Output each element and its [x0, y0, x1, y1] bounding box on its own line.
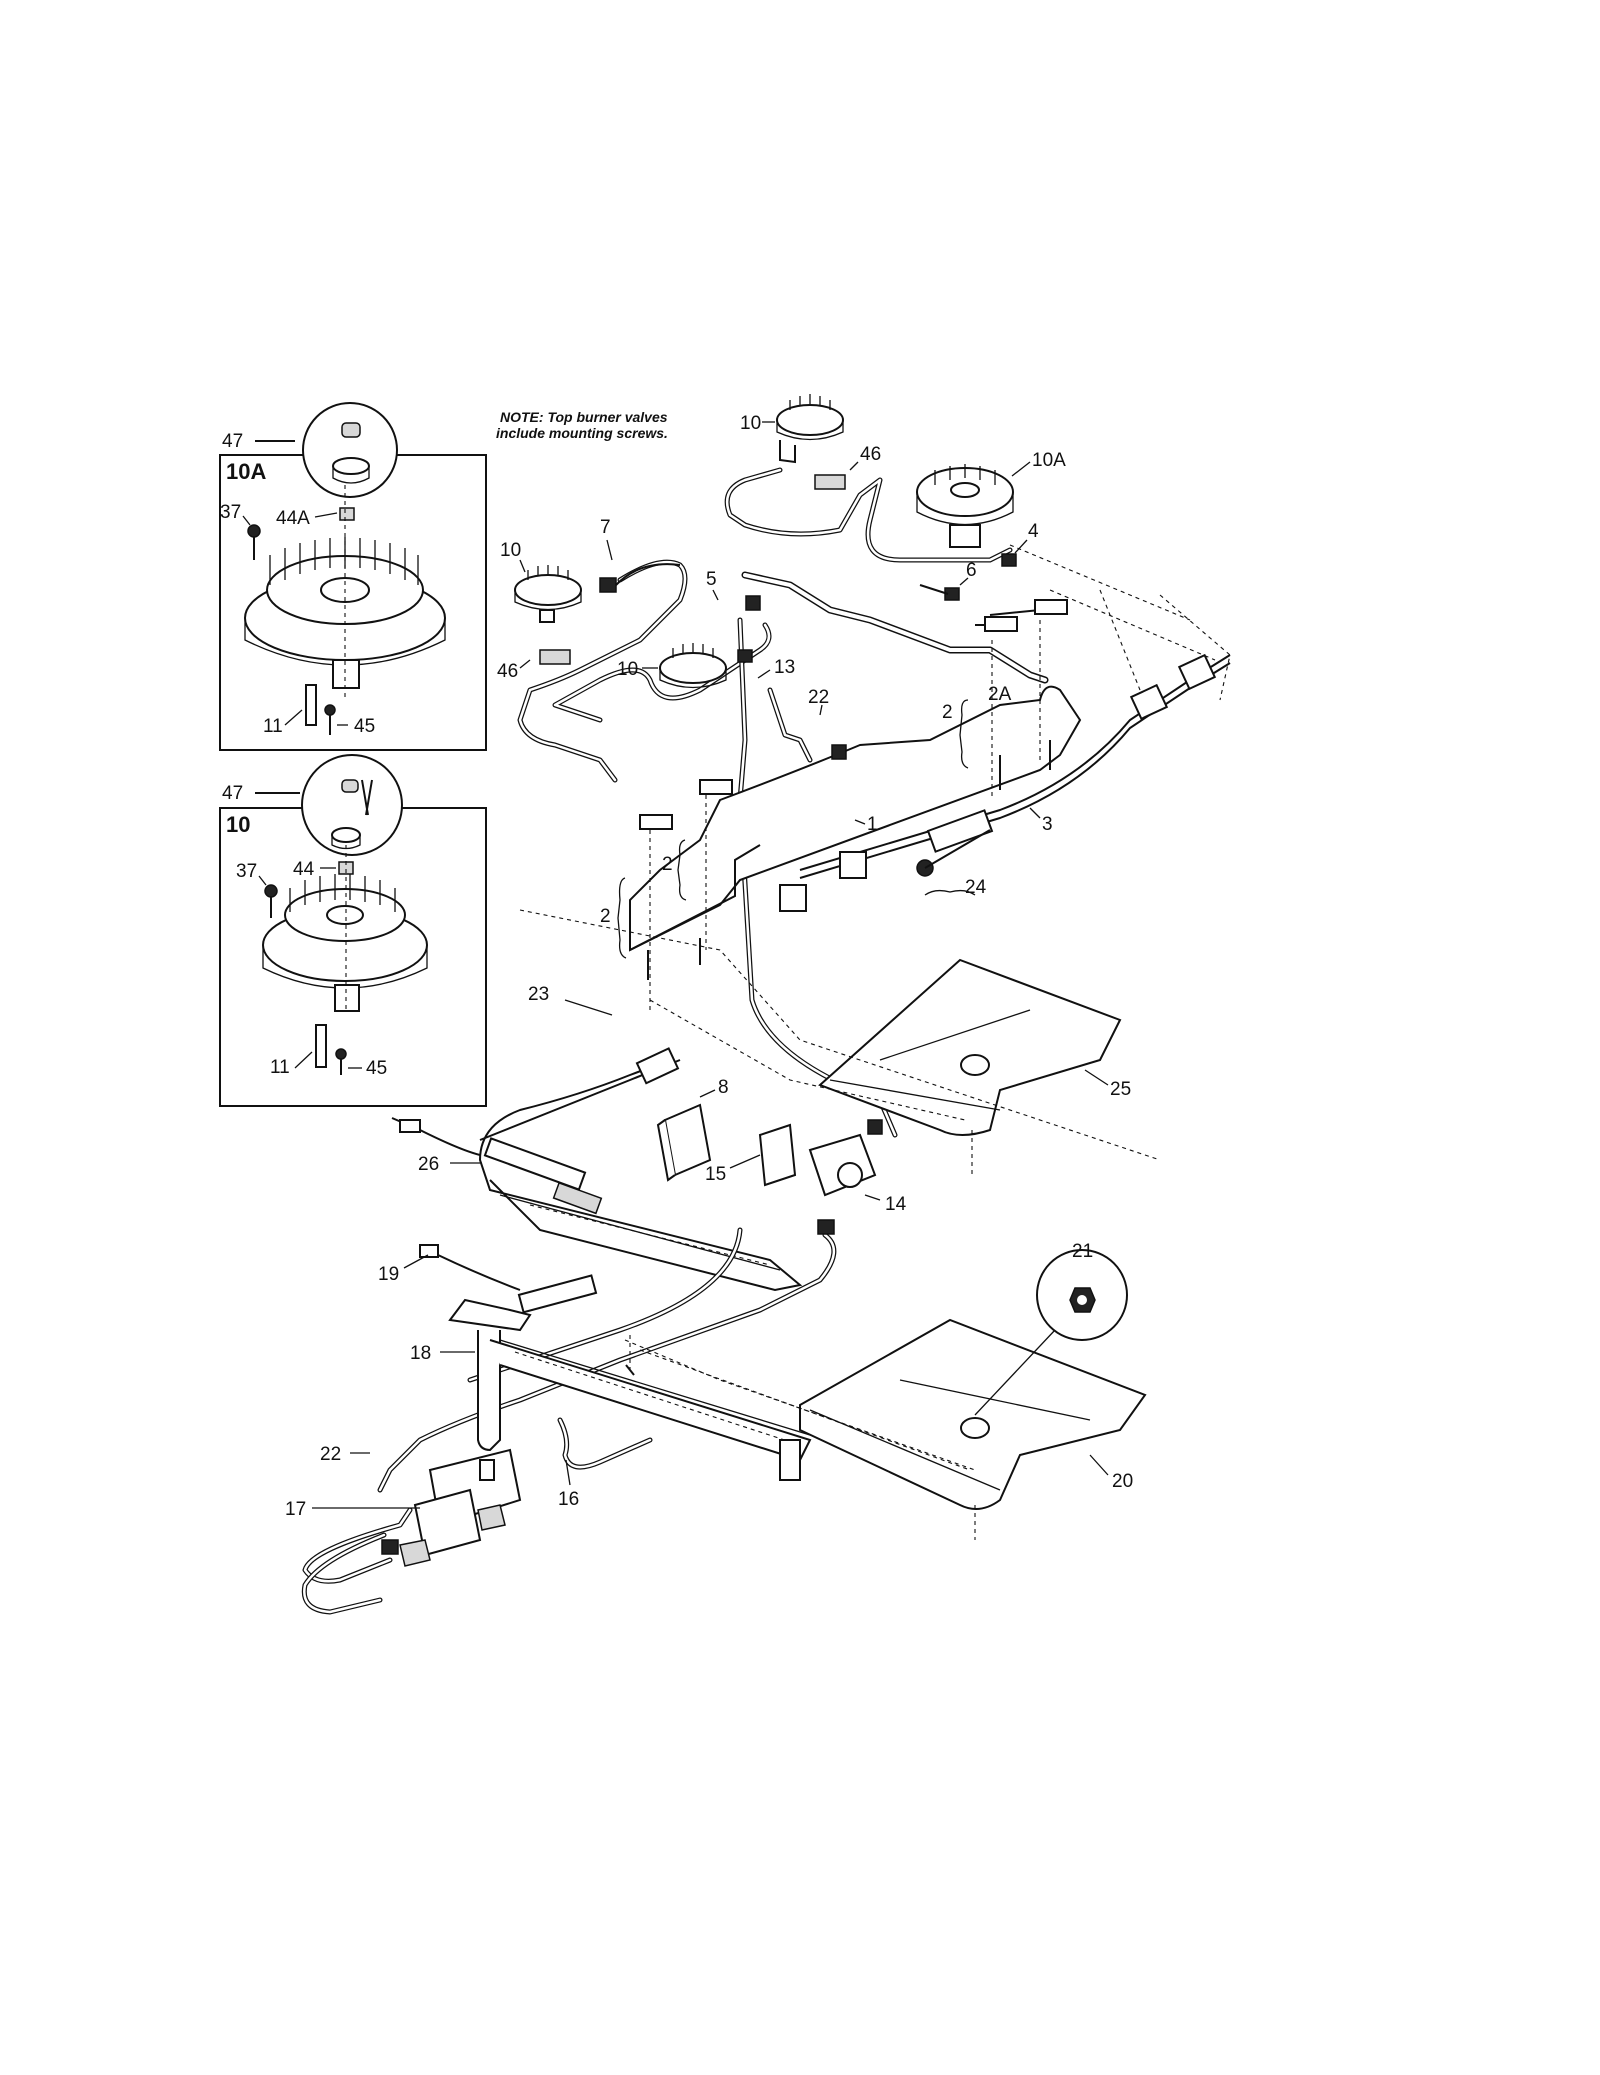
- bracket-46-top: [814, 474, 846, 490]
- heat-shield-25: [818, 958, 1122, 1136]
- label-11: 11: [263, 716, 283, 737]
- burner-cap-top-piece: [341, 422, 361, 438]
- callout-14: 14: [885, 1194, 907, 1215]
- callout-10-left: 10: [500, 540, 521, 561]
- callout-4: 4: [1028, 521, 1039, 542]
- inset-10: 10 47 37 44 11 45: [219, 754, 487, 1107]
- callout-3: 3: [1042, 814, 1053, 835]
- inset-10a-detail-circle: [302, 402, 398, 498]
- spark-module-8: [656, 1103, 712, 1182]
- inset-10a-title: 10A: [226, 459, 266, 484]
- valve-24: [916, 809, 994, 877]
- screw-37-head: [247, 524, 261, 538]
- oven-valve-17: [399, 1448, 522, 1567]
- label-47: 47: [222, 431, 243, 452]
- callout-10-top: 10: [740, 413, 761, 434]
- callout-26: 26: [418, 1154, 439, 1175]
- callout-7: 7: [600, 517, 611, 538]
- label-47b: 47: [222, 783, 243, 804]
- burner-cap-ring: [332, 457, 370, 475]
- bake-burner-18: [448, 1298, 812, 1481]
- terminal-block-1: [779, 851, 867, 912]
- callout-13: 13: [774, 657, 795, 678]
- oven-valve-14: [808, 1119, 883, 1197]
- fitting-4: [1001, 553, 1017, 567]
- main-assembly: [301, 394, 1231, 1615]
- callout-5: 5: [706, 569, 717, 590]
- inset-10-title: 10: [226, 812, 250, 837]
- gas-tubes-lower: [301, 1219, 837, 1615]
- callouts: 10 46 10A 4 6 7 10 5 46 10 13 22 2 2A 1 …: [285, 413, 1133, 1520]
- label-11b: 11: [270, 1057, 290, 1078]
- callout-23: 23: [528, 984, 549, 1005]
- label-44: 44: [293, 859, 315, 880]
- callout-16: 16: [558, 1489, 579, 1510]
- callout-21: 21: [1072, 1241, 1093, 1262]
- callout-46-top: 46: [860, 444, 881, 465]
- note: NOTE: Top burner valves include mounting…: [496, 409, 668, 441]
- fitting-6: [919, 584, 960, 601]
- callout-2-right: 2: [942, 702, 953, 723]
- top-burner-10-top: [776, 394, 844, 464]
- callout-46-left: 46: [497, 661, 518, 682]
- fitting-22-top: [831, 744, 847, 760]
- callout-6: 6: [966, 560, 977, 581]
- callout-10a-right: 10A: [1032, 450, 1066, 471]
- fitting-5: [737, 595, 761, 663]
- orifice-44a: [339, 507, 355, 521]
- callout-25: 25: [1110, 1079, 1131, 1100]
- callout-19: 19: [378, 1264, 399, 1285]
- label-37b: 37: [236, 861, 257, 882]
- note-line-2: include mounting screws.: [496, 425, 668, 441]
- callout-2a: 2A: [988, 684, 1012, 705]
- bracket-15: [758, 1123, 797, 1187]
- electrode-11: [305, 684, 317, 726]
- electrode-group-right: [975, 599, 1068, 800]
- callout-22-bottom: 22: [320, 1444, 341, 1465]
- nut-21-detail: [974, 1249, 1128, 1416]
- callout-18: 18: [410, 1343, 431, 1364]
- tube-7: [599, 563, 681, 593]
- burner-base-10: [262, 874, 428, 1012]
- callout-1: 1: [867, 814, 878, 835]
- callout-20: 20: [1112, 1471, 1133, 1492]
- callout-8: 8: [718, 1077, 729, 1098]
- igniter-19: [419, 1244, 598, 1314]
- callout-22-top: 22: [808, 687, 829, 708]
- callout-2-mid: 2: [662, 854, 673, 875]
- bracket-46-left: [539, 649, 571, 665]
- heat-shield-20: [799, 1318, 1147, 1510]
- callout-17: 17: [285, 1499, 306, 1520]
- manifold-pipe: [629, 571, 1082, 952]
- label-45b: 45: [366, 1058, 387, 1079]
- electrode-group-mid: [639, 779, 733, 1010]
- label-44a: 44A: [276, 508, 310, 529]
- label-45: 45: [354, 716, 375, 737]
- note-line-1: NOTE: Top burner valves: [500, 409, 668, 425]
- screw-45: [324, 704, 336, 716]
- callout-2-left: 2: [600, 906, 611, 927]
- callout-10-mid: 10: [617, 659, 638, 680]
- callout-24: 24: [965, 877, 987, 898]
- top-burner-10-mid: [659, 643, 727, 689]
- inset-10a: 10A 47 37 44A 11 4: [219, 402, 487, 751]
- inset-10-detail-circle: [301, 754, 403, 856]
- igniter-26: [391, 1117, 603, 1215]
- label-37: 37: [220, 502, 241, 523]
- top-burner-10-left: [514, 565, 582, 623]
- top-burner-10a-right: [916, 464, 1014, 548]
- callout-15: 15: [705, 1164, 726, 1185]
